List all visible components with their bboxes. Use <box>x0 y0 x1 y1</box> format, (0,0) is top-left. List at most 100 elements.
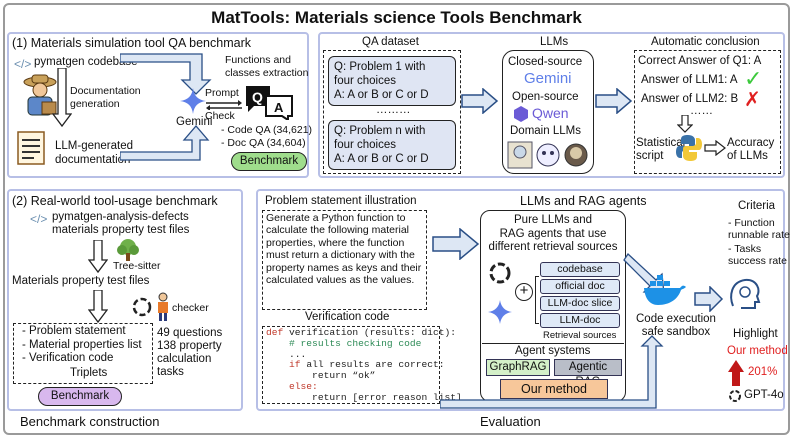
brain-head-icon <box>730 278 761 309</box>
qa-item-n: Q: Problem n with four choices A: A or B… <box>328 120 456 170</box>
auto-conclusion-label: Automatic conclusion <box>651 36 760 48</box>
triplet-item: - Verification code <box>22 352 114 364</box>
outer-frame <box>3 3 790 435</box>
code-text: # results checking code <box>266 337 422 349</box>
code-keyword: else: <box>266 380 318 392</box>
python-icon <box>676 135 702 161</box>
arrow-down-triplets <box>88 290 108 324</box>
code-line: else: <box>266 380 462 393</box>
qa-dataset-box <box>323 50 461 174</box>
code-line: ... <box>266 348 462 361</box>
person-icon <box>158 292 168 321</box>
arrow-to-conclusion <box>595 88 633 114</box>
openai-icon-2 <box>489 262 511 284</box>
panel1-heading: (1) Materials simulation tool QA benchma… <box>12 36 251 50</box>
pymatgen-codebase-label: pymatgen codebase <box>34 56 138 68</box>
criteria-success: - Tasks success rate <box>728 243 787 267</box>
agent-systems-label: Agent systems <box>515 345 591 357</box>
code-line: return “ok” <box>266 370 462 382</box>
triplet-item: - Material properties list <box>22 338 142 351</box>
accuracy-label: Accuracy of LLMs <box>727 137 775 162</box>
tree-sitter-label: Tree-sitter <box>113 260 161 272</box>
problem-statement-text: Generate a Python function to calculate … <box>266 212 422 287</box>
source-official-doc: official doc <box>540 279 620 294</box>
qwen-logo: Qwen <box>532 105 569 121</box>
verification-code-title: Verification code <box>305 311 390 323</box>
graphrag-tag: GraphRAG <box>486 359 550 376</box>
up-arrow-icon <box>728 360 744 386</box>
arrow-down-tree <box>88 240 108 274</box>
qa-dots: ……… <box>376 104 411 116</box>
triplets-box <box>13 323 153 384</box>
code-text: ... <box>266 348 307 360</box>
code-line: def verification (results: dict): <box>266 327 462 339</box>
improvement-pct: 201% <box>748 366 778 378</box>
qa-item-1: Q: Problem 1 with four choices A: A or B… <box>328 56 456 106</box>
problem-statement-box <box>262 210 427 310</box>
code-text: verification (results: dict): <box>289 327 456 338</box>
document-icon <box>17 131 45 165</box>
prompt-label: Prompt <box>205 87 239 99</box>
closed-source-label: Closed-source <box>508 56 583 68</box>
gemini-label: Gemini <box>176 116 213 128</box>
benchmark-construction-caption: Benchmark construction <box>20 414 160 429</box>
page-title: MatTools: Materials science Tools Benchm… <box>211 8 582 27</box>
doc-gen-label: Documentation generation <box>70 85 141 110</box>
code-line: # results checking code <box>266 337 462 350</box>
benchmark-badge-1: Benchmark <box>231 152 307 171</box>
highlight-label: Highlight <box>733 328 778 340</box>
triplets-list: - Problem statement - Material propertie… <box>22 325 142 366</box>
mp-files-label: Materials property test files <box>12 275 150 287</box>
openai-icon <box>132 297 152 317</box>
gemini-star-icon <box>180 88 206 114</box>
qa-item-n-question: Q: Problem n with four choices <box>334 125 426 151</box>
conclusion-box <box>634 50 781 174</box>
problem-statement-title: Problem statement illustration <box>265 195 417 207</box>
qa-item-n-answer: A: A or B or C or D <box>334 153 429 165</box>
llms-label: LLMs <box>540 36 569 48</box>
code-icon-2: </> <box>30 212 48 226</box>
func-extract-label: Functions and classes extraction <box>225 54 309 79</box>
sandbox-label: Code execution safe sandbox <box>636 313 716 338</box>
arrow-down-1 <box>52 68 72 128</box>
benchmark-badge-2: Benchmark <box>38 387 122 406</box>
test-files-label: pymatgen-analysis-defects materials prop… <box>52 211 190 236</box>
arrow-to-accuracy <box>704 140 726 156</box>
doc-qa-count: - Doc QA (34,604) <box>221 137 306 149</box>
verification-code-box <box>262 326 440 404</box>
qa-dataset-label: QA dataset <box>362 36 419 48</box>
qa-item-1-answer: A: A or B or C or D <box>334 89 429 101</box>
llm-doc-label: LLM-generated documentation <box>55 140 133 166</box>
criteria-runnable: - Function runnable rate <box>728 217 790 241</box>
check-label: Check <box>205 110 235 122</box>
panel3-heading: (2) Real-world tool-usage benchmark <box>12 194 218 208</box>
answer-llm1: Answer of LLM1: A <box>641 74 738 86</box>
arrow-prompt <box>206 100 242 110</box>
checker-label: checker <box>172 302 209 314</box>
open-source-label: Open-source <box>512 91 579 103</box>
gpt4o-label: GPT-4o <box>744 389 784 401</box>
bracket <box>535 276 539 324</box>
svg-text:Q: Q <box>252 89 263 105</box>
benchmark-stats: 49 questions 138 property calculation ta… <box>157 327 223 378</box>
gemini-logo: Gemini <box>524 70 572 87</box>
svg-text:A: A <box>274 100 284 115</box>
qwen-icon <box>514 106 528 122</box>
check-icon: ✓ <box>744 66 763 91</box>
tree-icon <box>117 239 139 261</box>
correct-answer: Correct Answer of Q1: A <box>638 55 762 67</box>
code-qa-count: - Code QA (34,621) <box>221 124 313 136</box>
plus-icon: + <box>515 283 533 301</box>
pure-llms-label: Pure LLMs and RAG agents that use differ… <box>488 214 618 253</box>
divider <box>482 343 624 344</box>
code-keyword: if <box>266 359 307 371</box>
qa-item-1-question: Q: Problem 1 with four choices <box>334 61 426 87</box>
stat-script-label: Statistical script <box>636 137 686 162</box>
docker-icon <box>644 275 686 305</box>
arrow-to-llms <box>461 88 499 114</box>
arrow-to-criteria <box>694 286 724 312</box>
code-line: return [error reason list] <box>266 392 462 404</box>
rag-title: LLMs and RAG agents <box>520 194 647 208</box>
panel-tool-usage <box>7 189 243 411</box>
flow-arrows-p1 <box>120 53 212 161</box>
